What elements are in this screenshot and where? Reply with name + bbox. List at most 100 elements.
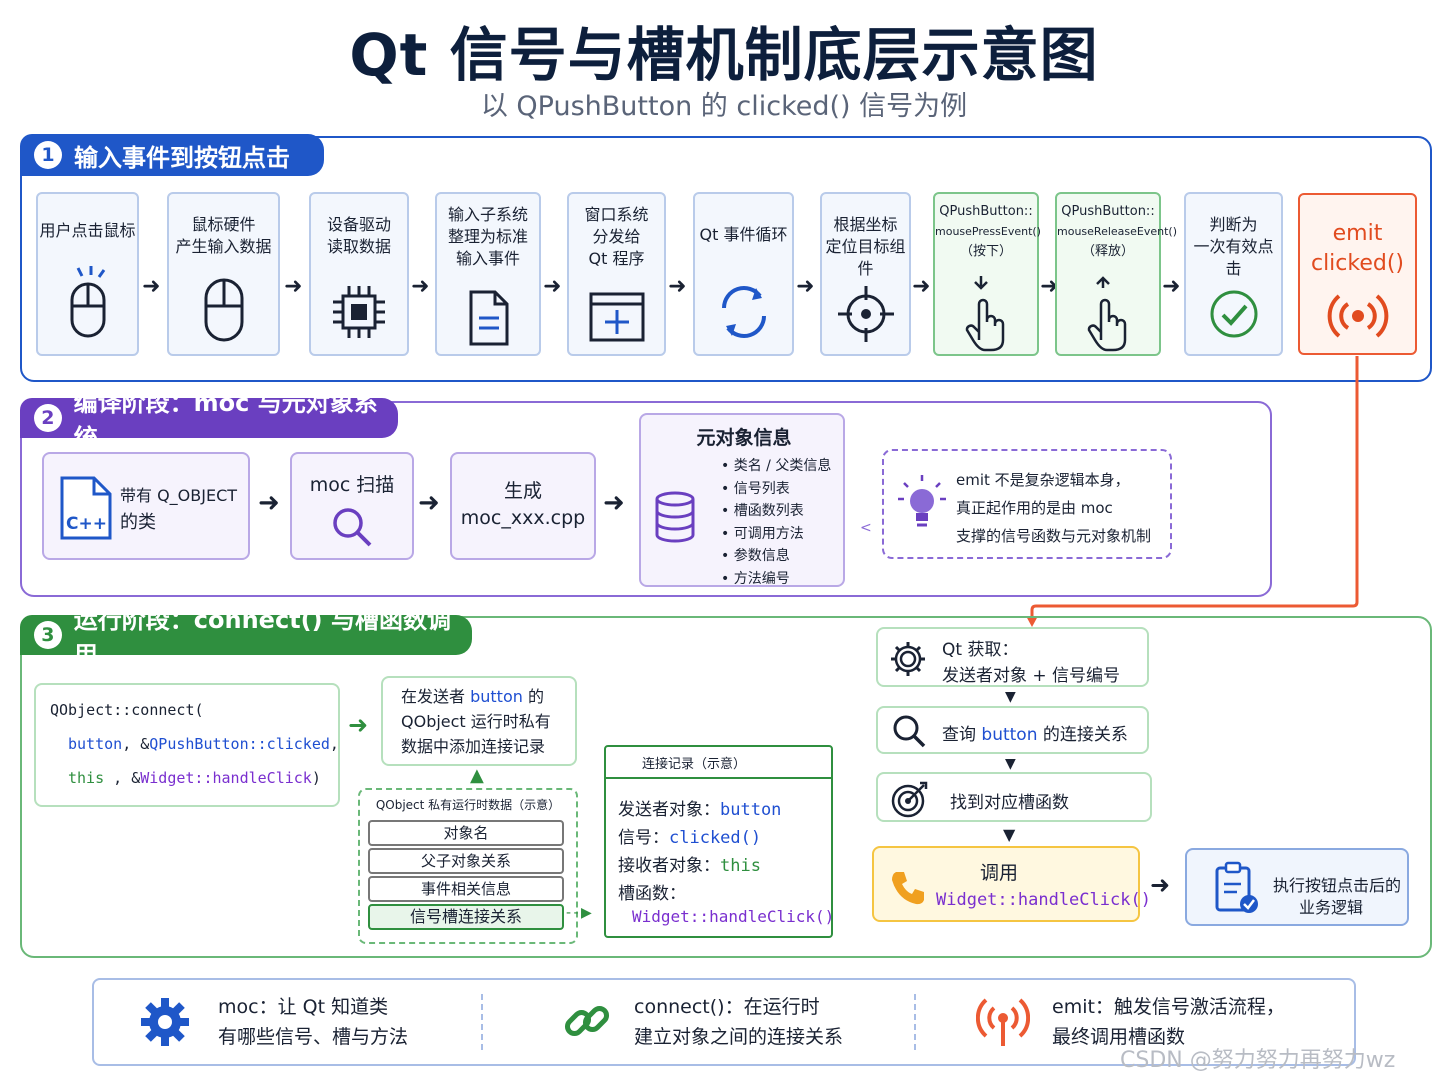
note-pointer: < — [860, 520, 872, 536]
connection-record-box: 连接记录（示意） 发送者对象：button 信号：clicked() 接收者对象… — [604, 745, 835, 938]
step-arrow: ➜ — [796, 274, 815, 299]
call-slot-box: 调用 Widget::handleClick() — [872, 846, 1151, 922]
step-valid-click: 判断为 一次有效点击 — [1184, 192, 1283, 356]
gear-icon — [891, 642, 925, 676]
generate-label: 生成 — [503, 480, 542, 502]
business-logic-box: 执行按钮点击后的 业务逻辑 — [1185, 848, 1409, 926]
summary-divider — [481, 994, 483, 1050]
step-arrow: ➜ — [543, 274, 562, 299]
step-label: 分发给 — [592, 227, 641, 246]
step-label: mouseReleaseEvent() — [1057, 225, 1177, 238]
find-slot-box: 找到对应槽函数 — [876, 772, 1152, 822]
private-row: 父子对象关系 — [368, 848, 564, 874]
section2-number: 2 — [34, 404, 62, 432]
dashed-arrow: - - ▶ — [566, 905, 592, 921]
target-icon — [891, 781, 928, 818]
step-arrow: ➜ — [142, 274, 161, 299]
call-arrow: ➜ — [1150, 871, 1171, 899]
step-label: 用户点击鼠标 — [39, 221, 136, 240]
page-title: Qt 信号与槽机制底层示意图 — [349, 21, 1099, 89]
query-label: 查询 button 的连接关系 — [942, 725, 1128, 745]
emit-note-line2: 真正起作用的是由 moc — [956, 499, 1113, 517]
step-arrow: ➜ — [1040, 274, 1059, 299]
summary-connect-line1: connect()：在运行时 — [634, 996, 820, 1018]
step-mouse-release: QPushButton:: mouseReleaseEvent() （释放） — [1055, 192, 1177, 356]
step-arrow: ➜ — [411, 274, 430, 299]
step-label: 根据坐标 — [833, 215, 898, 234]
call-label: 调用 — [980, 862, 1019, 884]
record-slot-key: 槽函数： — [618, 884, 686, 904]
record-divider — [606, 777, 831, 779]
record-slot-value: Widget::handleClick() — [632, 907, 835, 926]
step-arrow: ➜ — [668, 274, 687, 299]
step-mouse-hardware: 鼠标硬件 产生输入数据 — [167, 192, 280, 356]
section3-title: 运行阶段：connect() 与槽函数调用 — [73, 606, 451, 669]
gear-icon — [141, 998, 189, 1046]
step-emit-clicked: emit clicked() — [1298, 193, 1417, 355]
meta-object-info-box: 元对象信息 • 类名 / 父类信息 • 信号列表 • 槽函数列表 • 可调用方法… — [639, 413, 845, 587]
step-input-subsystem: 输入子系统 整理为标准 输入事件 — [435, 192, 541, 356]
window-icon — [589, 292, 644, 342]
step-label: 整理为标准 — [447, 227, 528, 246]
private-row-signal-slot: 信号槽连接关系 — [368, 904, 564, 930]
meta-info-item: • 可调用方法 — [721, 525, 804, 542]
step-label: mousePressEvent() — [935, 225, 1041, 238]
chip-icon — [333, 286, 385, 338]
broadcast-icon — [1327, 294, 1388, 338]
section1-panel — [20, 136, 1432, 382]
generate-moc-box: 生成 moc_xxx.cpp — [450, 452, 596, 560]
summary-moc-line1: moc：让 Qt 知道类 — [218, 996, 389, 1018]
query-connections-box: 查询 button 的连接关系 — [876, 706, 1149, 754]
crosshair-icon — [837, 286, 894, 342]
qobject-class-box: C++ 带有 Q_OBJECT 的类 — [42, 452, 250, 560]
code-line: QObject::connect( — [50, 701, 204, 719]
step-arrow: ➜ — [912, 274, 931, 299]
summary-bar — [92, 978, 1356, 1066]
generate-filename: moc_xxx.cpp — [460, 507, 586, 529]
step-label: 读取数据 — [326, 237, 391, 256]
cpp-file-icon-text: C++ — [66, 514, 107, 534]
cpp-file-icon — [60, 476, 112, 540]
section1-header: 1 输入事件到按钮点击 — [20, 134, 324, 176]
stage-arrow: ➜ — [603, 488, 625, 518]
step-label: 一次有效点击 — [1193, 237, 1274, 278]
step-locate-widget: 根据坐标 定位目标组件 — [820, 192, 911, 356]
emit-note-callout: emit 不是复杂逻辑本身， 真正起作用的是由 moc 支撑的信号函数与元对象机… — [882, 449, 1172, 559]
qt-get-box: Qt 获取： 发送者对象 + 信号编号 — [876, 627, 1149, 687]
section2-panel — [20, 401, 1272, 597]
meta-info-item: • 槽函数列表 — [721, 503, 804, 519]
up-arrow: ▲ — [470, 765, 484, 786]
meta-info-item: • 信号列表 — [721, 480, 790, 497]
summary-connect-line2: 建立对象之间的连接关系 — [634, 1026, 844, 1048]
section1-title: 输入事件到按钮点击 — [74, 143, 290, 172]
add-record-box: 在发送者 button 的 QObject 运行时私有 数据中添加连接记录 — [381, 676, 577, 766]
mouse-icon — [204, 278, 243, 342]
private-row: 对象名 — [368, 820, 564, 846]
step-label: 判断为 — [1209, 215, 1258, 234]
section2-title: 编译阶段：moc 与元对象系统 — [73, 389, 378, 452]
mouse-click-icon — [70, 266, 105, 338]
business-line2: 业务逻辑 — [1299, 898, 1364, 917]
section2-header: 2 编译阶段：moc 与元对象系统 — [20, 389, 398, 452]
emit-note-line1: emit 不是复杂逻辑本身， — [956, 471, 1130, 489]
emit-note-line3: 支撑的信号函数与元对象机制 — [956, 527, 1152, 545]
flow-arrow-down: ▼ — [1005, 756, 1016, 772]
record-signal: 信号：clicked() — [618, 828, 762, 848]
step-label: Qt 事件循环 — [699, 225, 788, 244]
qt-get-line1: Qt 获取： — [942, 640, 1019, 660]
record-sender: 发送者对象：button — [618, 800, 782, 820]
connect-code-box: QObject::connect( button, &QPushButton::… — [34, 683, 340, 807]
qt-get-line2: 发送者对象 + 信号编号 — [942, 666, 1121, 686]
section1-number: 1 — [34, 141, 62, 169]
summary-moc-line2: 有哪些信号、槽与方法 — [218, 1026, 409, 1048]
phone-icon — [892, 872, 924, 905]
moc-scan-box: moc 扫描 — [290, 452, 414, 560]
stage-arrow: ➜ — [418, 488, 440, 518]
step-arrow: ➜ — [1162, 274, 1181, 299]
call-target: Widget::handleClick() — [936, 890, 1151, 910]
lightbulb-icon — [898, 475, 946, 527]
code-line: this , &Widget::handleClick) — [68, 769, 321, 787]
summary-divider — [914, 994, 916, 1050]
record-receiver: 接收者对象：this — [618, 856, 761, 876]
step-label: 产生输入数据 — [175, 237, 272, 256]
